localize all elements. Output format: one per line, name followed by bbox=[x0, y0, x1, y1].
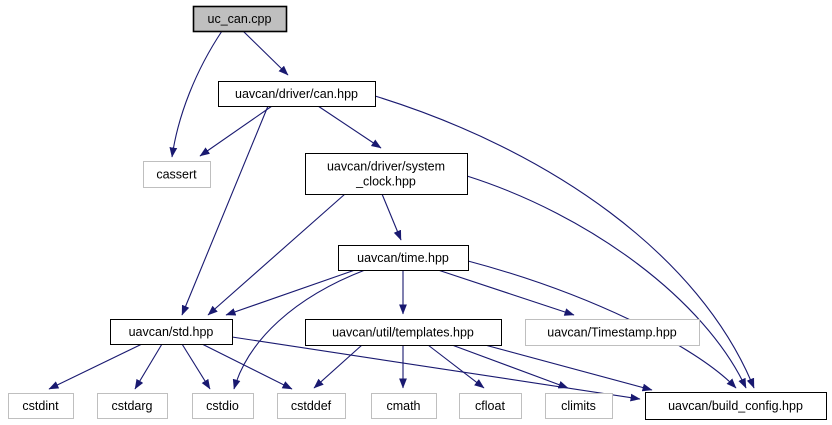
node-buildcfg[interactable]: uavcan/build_config.hpp bbox=[645, 392, 827, 420]
node-timestamp: uavcan/Timestamp.hpp bbox=[525, 319, 700, 346]
node-box-time bbox=[338, 245, 469, 271]
node-box-can bbox=[218, 81, 376, 107]
node-cstdio: cstdio bbox=[192, 393, 254, 419]
edge-templates-to-cfloat bbox=[427, 344, 485, 389]
node-label-cfloat: cfloat bbox=[475, 399, 505, 413]
node-label-climits: climits bbox=[561, 399, 596, 413]
edge-std-to-buildcfg bbox=[231, 336, 641, 402]
edge-uc_can-to-cassert bbox=[169, 30, 223, 158]
node-cstddef: cstddef bbox=[277, 393, 346, 419]
node-box-cstdio bbox=[192, 393, 254, 419]
edge-templates-to-climits bbox=[451, 344, 569, 389]
node-std[interactable]: uavcan/std.hpp bbox=[110, 319, 233, 345]
node-label-cmath: cmath bbox=[386, 399, 420, 413]
node-cmath: cmath bbox=[371, 393, 437, 419]
node-cassert: cassert bbox=[143, 161, 211, 188]
node-label-time: uavcan/time.hpp bbox=[357, 251, 449, 265]
edge-uc_can-to-can bbox=[242, 30, 289, 76]
node-cfloat: cfloat bbox=[459, 393, 522, 419]
node-box-cstddef bbox=[277, 393, 346, 419]
node-label-sysclock-line1: uavcan/driver/system bbox=[327, 160, 445, 174]
node-box-cstdarg bbox=[97, 393, 168, 419]
node-box-cassert bbox=[143, 161, 211, 188]
node-cstdint: cstdint bbox=[8, 393, 74, 419]
edge-time-to-std bbox=[225, 269, 356, 316]
node-box-buildcfg bbox=[645, 392, 827, 420]
edge-can-to-cassert bbox=[199, 105, 273, 157]
node-box-cstdint bbox=[8, 393, 74, 419]
node-box-cmath bbox=[371, 393, 437, 419]
node-label-cstdint: cstdint bbox=[22, 399, 59, 413]
edge-std-to-cstdint bbox=[48, 343, 143, 390]
edge-can-to-buildcfg bbox=[374, 95, 755, 389]
nodes-layer: uc_can.cpp uavcan/driver/can.hpp cassert ua… bbox=[8, 5, 827, 420]
edge-sysclock-to-buildcfg bbox=[466, 175, 747, 389]
edge-templates-to-cstddef bbox=[313, 344, 363, 389]
node-label-uc_can: uc_can.cpp bbox=[208, 12, 272, 26]
edge-templates-to-buildcfg bbox=[484, 344, 653, 392]
node-box-climits bbox=[545, 393, 613, 419]
edge-sysclock-to-std bbox=[207, 193, 346, 316]
node-box-timestamp bbox=[525, 319, 700, 346]
edge-time-to-timestamp bbox=[437, 269, 575, 316]
node-label-can: uavcan/driver/can.hpp bbox=[235, 87, 358, 101]
edge-sysclock-to-time bbox=[381, 193, 402, 241]
node-box-uc_can bbox=[192, 5, 288, 33]
edge-can-to-std bbox=[181, 105, 269, 316]
node-box-std bbox=[110, 319, 233, 345]
node-label-cassert: cassert bbox=[156, 168, 197, 182]
edge-std-to-cstdarg bbox=[134, 343, 163, 390]
node-sysclock[interactable]: uavcan/driver/system_clock.hpp bbox=[305, 153, 468, 195]
node-label-cstdarg: cstdarg bbox=[112, 399, 153, 413]
node-climits: climits bbox=[545, 393, 613, 419]
node-uc_can: uc_can.cpp bbox=[192, 5, 288, 33]
node-label-buildcfg: uavcan/build_config.hpp bbox=[668, 399, 803, 413]
edge-time-to-cstdio bbox=[232, 269, 366, 390]
node-label-timestamp: uavcan/Timestamp.hpp bbox=[547, 326, 677, 340]
node-label-sysclock-line2: _clock.hpp bbox=[355, 175, 416, 189]
edge-std-to-cstdio bbox=[181, 343, 211, 390]
edge-can-to-sysclock bbox=[317, 105, 382, 149]
node-label-cstdio: cstdio bbox=[206, 399, 239, 413]
node-templates[interactable]: uavcan/util/templates.hpp bbox=[305, 319, 502, 346]
node-cstdarg: cstdarg bbox=[97, 393, 168, 419]
edge-std-to-cstddef bbox=[201, 343, 293, 390]
node-label-cstddef: cstddef bbox=[291, 399, 332, 413]
node-label-templates: uavcan/util/templates.hpp bbox=[332, 326, 474, 340]
node-can[interactable]: uavcan/driver/can.hpp bbox=[218, 81, 376, 107]
node-box-templates bbox=[305, 319, 502, 346]
node-time[interactable]: uavcan/time.hpp bbox=[338, 245, 469, 271]
node-box-cfloat bbox=[459, 393, 522, 419]
node-label-std: uavcan/std.hpp bbox=[129, 325, 214, 339]
node-box-sysclock bbox=[305, 153, 468, 195]
